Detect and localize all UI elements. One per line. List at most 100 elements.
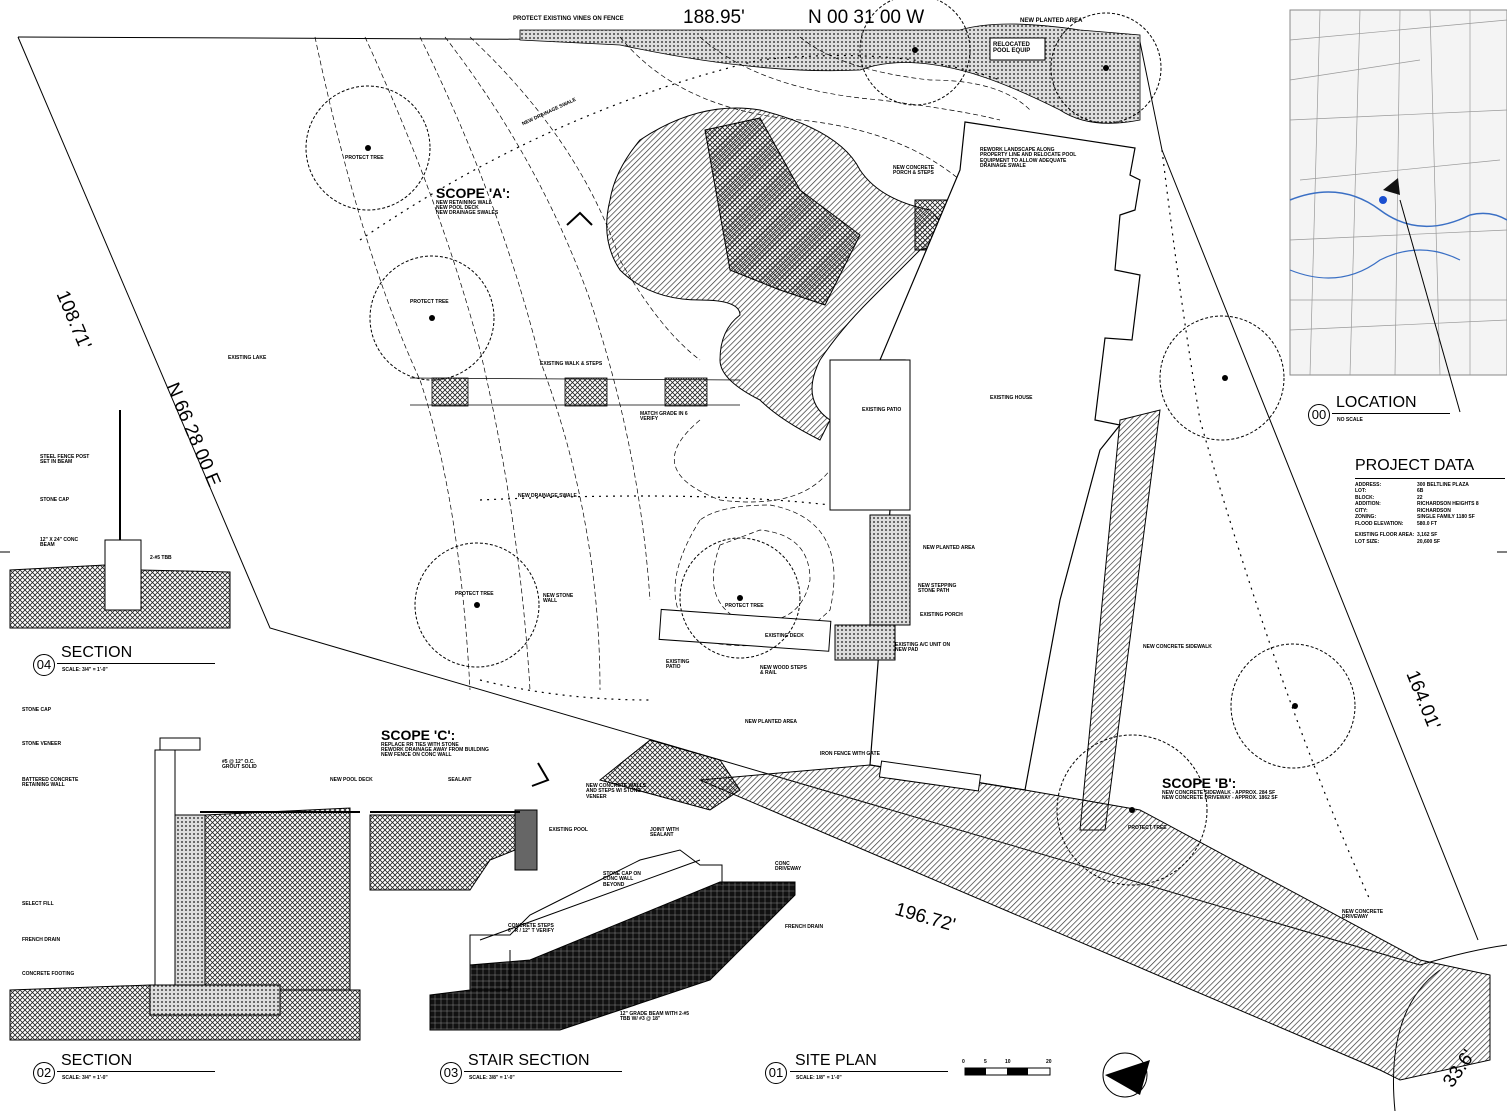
scale-tick: 0 xyxy=(962,1059,965,1065)
label-stone-cap-04: STONE CAP xyxy=(40,497,70,503)
label-protect-tree: PROTECT TREE xyxy=(455,591,494,597)
label-match-grade: MATCH GRADE IN 6 VERIFY xyxy=(640,411,688,423)
label-concrete-walls: NEW CONCRETE WALLS AND STEPS W/ STONE VE… xyxy=(586,783,646,800)
label-new-sidewalk: NEW CONCRETE SIDEWALK xyxy=(1143,644,1212,650)
project-data-row: BLOCK:22 xyxy=(1355,495,1505,502)
label-porch: NEW CONCRETE PORCH & STEPS xyxy=(893,165,935,177)
view-title: LOCATION xyxy=(1336,394,1417,411)
view-number: 03 xyxy=(440,1062,462,1084)
title-rule xyxy=(57,663,215,664)
label-select-fill: SELECT FILL xyxy=(22,901,54,907)
view-title: SECTION xyxy=(61,644,133,661)
project-data-key: CITY: xyxy=(1355,507,1368,514)
label-battered-wall: BATTERED CONCRETE RETAINING WALL xyxy=(22,777,79,789)
project-data-value: SINGLE FAMILY 1180 SF xyxy=(1417,514,1475,521)
view-number: 01 xyxy=(765,1062,787,1084)
title-rule xyxy=(790,1071,948,1072)
stone-path xyxy=(869,514,911,626)
project-data-value: 300 BELTLINE PLAZA xyxy=(1417,481,1469,488)
label-joint-sealant: JOINT WITH SEALANT xyxy=(650,827,679,839)
label-existing-lake: EXISTING LAKE xyxy=(228,355,267,361)
label-new-planted-top: NEW PLANTED AREA xyxy=(1020,18,1083,24)
view-scale: SCALE: 3/4" = 1'-0" xyxy=(62,667,108,673)
label-existing-porch: EXISTING PORCH xyxy=(920,612,963,618)
project-data-value: 20,600 SF xyxy=(1417,538,1441,545)
title-rule xyxy=(1332,413,1450,414)
new-concrete-walls xyxy=(598,739,741,811)
project-data-row: FLOOD ELEVATION:580.0 FT xyxy=(1355,521,1505,528)
label-protect-vines: PROTECT EXISTING VINES ON FENCE xyxy=(513,16,624,22)
project-data-key: ADDRESS: xyxy=(1355,481,1382,488)
view-scale: NO SCALE xyxy=(1337,417,1363,423)
tree-trunks xyxy=(365,47,1298,813)
scope-b-line: NEW CONCRETE DRIVEWAY - APPROX. 1862 SF xyxy=(1162,794,1278,801)
north-arrow-icon xyxy=(1102,1052,1150,1098)
label-french-drain: FRENCH DRAIN xyxy=(22,937,61,943)
label-stepping-stone: NEW STEPPING STONE PATH xyxy=(918,583,957,595)
label-drainage-swale: NEW DRAINAGE SWALE xyxy=(518,493,577,499)
label-wood-steps: NEW WOOD STEPS & RAIL xyxy=(760,665,807,677)
label-grade-beam: 12" GRADE BEAM WITH 2-#5 TBB W/ #3 @ 18" xyxy=(620,1011,690,1023)
existing-deck xyxy=(658,608,832,652)
title-rule xyxy=(57,1071,215,1072)
title-rule xyxy=(464,1071,622,1072)
scope-c-line: REWORK DRAINAGE AWAY FROM BUILDING xyxy=(381,746,489,753)
view-scale: SCALE: 3/8" = 1'-0" xyxy=(469,1075,515,1081)
scale-tick: 20 xyxy=(1046,1059,1052,1065)
pool xyxy=(704,117,861,306)
label-protect-tree: PROTECT TREE xyxy=(1128,825,1167,831)
section-cut-marker xyxy=(531,762,550,787)
label-new-planted: NEW PLANTED AREA xyxy=(923,545,976,551)
label-steel-fence: STEEL FENCE POST SET IN BEAM xyxy=(40,454,90,466)
scale-tick: 5 xyxy=(984,1059,987,1065)
iron-fence xyxy=(878,760,982,792)
label-protect-tree: PROTECT TREE xyxy=(725,603,764,609)
scope-b-line: NEW CONCRETE SIDEWALK - APPROX. 284 SF xyxy=(1162,789,1276,796)
project-data-key: LOT: xyxy=(1355,488,1367,495)
existing-patio xyxy=(829,359,911,511)
scope-a: SCOPE 'A': NEW RETAINING WALL NEW POOL D… xyxy=(436,186,510,216)
existing-walk xyxy=(409,377,741,407)
top-length: 188.95' xyxy=(683,7,745,28)
label-pool-deck: NEW POOL DECK xyxy=(330,777,373,783)
project-data-row: EXISTING FLOOR AREA:3,162 SF xyxy=(1355,532,1505,539)
scale-tick: 10 xyxy=(1005,1059,1011,1065)
label-existing-pool: EXISTING POOL xyxy=(549,827,588,833)
scope-c-title: SCOPE 'C': xyxy=(381,727,456,743)
view-number: 00 xyxy=(1308,404,1330,426)
project-data-value: RICHARDSON xyxy=(1417,507,1451,514)
location-map xyxy=(1289,9,1507,413)
scope-c-detail xyxy=(369,809,538,891)
project-data-key: ZONING: xyxy=(1355,514,1377,521)
new-driveway xyxy=(699,764,1491,1081)
project-data-row: LOT: 6B xyxy=(1355,488,1505,495)
project-data-row: ADDRESS: 300 BELTLINE PLAZA xyxy=(1355,482,1505,489)
label-stone-veneer: STONE VENEER xyxy=(22,741,62,747)
project-data-value: 6B xyxy=(1417,488,1424,495)
label-existing-patio-2: EXISTING PATIO xyxy=(666,659,690,671)
label-rework-landscape: REWORK LANDSCAPE ALONG PROPERTY LINE AND… xyxy=(980,147,1077,169)
view-title: SECTION xyxy=(61,1052,133,1069)
scale-bar xyxy=(964,1067,1051,1076)
label-new-planted-2: NEW PLANTED AREA xyxy=(745,719,798,725)
planted-strip xyxy=(519,23,1141,124)
label-existing-house: EXISTING HOUSE xyxy=(990,395,1033,401)
label-stone-cap-conc: STONE CAP ON CONC WALL BEYOND xyxy=(603,871,641,888)
scope-c: SCOPE 'C': REPLACE RR TIES WITH STONE RE… xyxy=(381,728,489,758)
view-number: 04 xyxy=(33,654,55,676)
label-grout: #5 @ 12" O.C. GROUT SOLID xyxy=(222,759,257,771)
label-protect-tree: PROTECT TREE xyxy=(410,299,449,305)
project-data-row: ADDITION:RICHARDSON HEIGHTS 8 xyxy=(1355,501,1505,508)
project-data-key: FLOOD ELEVATION: xyxy=(1355,520,1404,527)
view-scale: SCALE: 3/4" = 1'-0" xyxy=(62,1075,108,1081)
label-existing-walk: EXISTING WALK & STEPS xyxy=(540,361,603,367)
label-existing-deck: EXISTING DECK xyxy=(765,633,804,639)
scope-c-line: REPLACE RR TIES WITH STONE xyxy=(381,741,459,748)
relocated-pool-equipment xyxy=(989,37,1046,61)
drainage-swale xyxy=(359,54,1371,901)
scope-a-title: SCOPE 'A': xyxy=(436,185,511,201)
label-new-driveway: NEW CONCRETE DRIVEWAY xyxy=(1342,909,1384,921)
label-ac-unit: EXISTING A/C UNIT ON NEW PAD xyxy=(895,642,951,654)
project-data-value: 3,162 SF xyxy=(1417,532,1438,539)
